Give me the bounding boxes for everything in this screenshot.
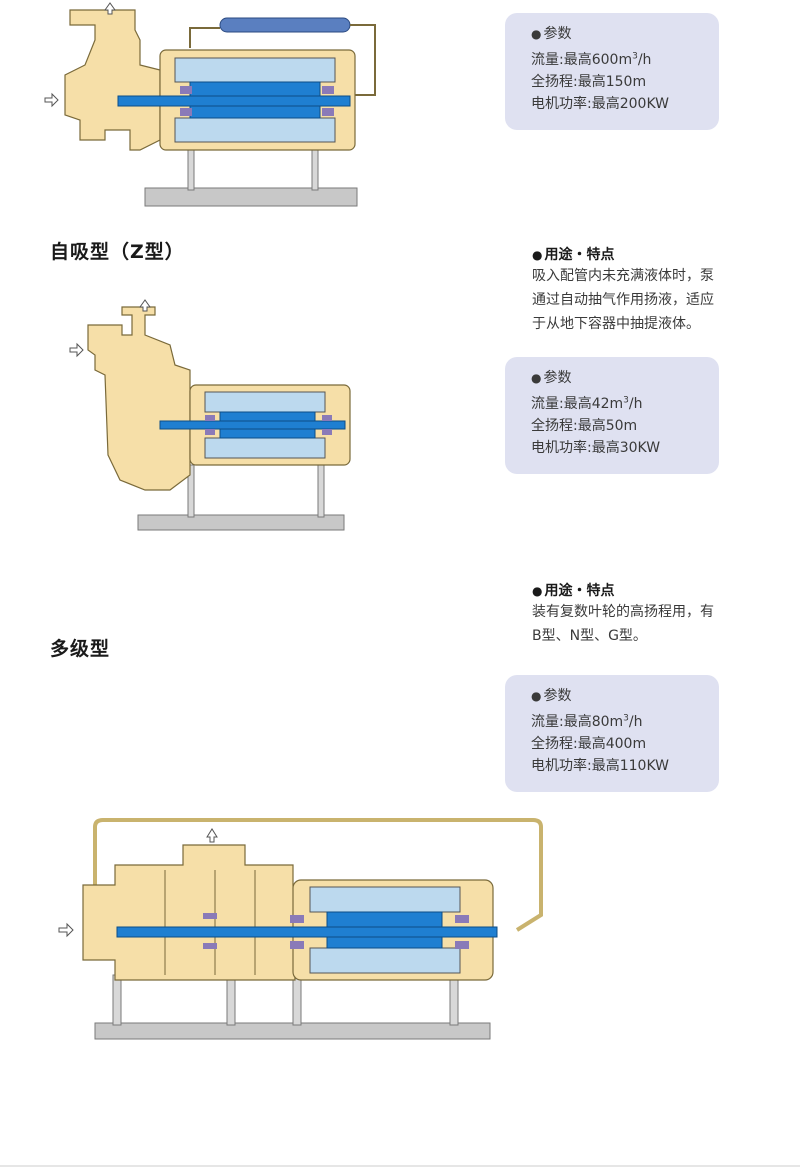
- canned-pump-diagram-standard: [44, 2, 376, 207]
- param-flow: 流量:最高42m3/h: [531, 395, 643, 412]
- params-title: ●参数: [531, 370, 572, 386]
- canned-pump-diagram-self-priming: [69, 299, 351, 531]
- params-box-self-priming: ●参数 流量:最高42m3/h 全扬程:最高50m 电机功率:最高30KW: [505, 357, 719, 474]
- bullet-icon: ●: [532, 248, 543, 262]
- params-title: ●参数: [531, 26, 572, 42]
- param-flow: 流量:最高600m3/h: [531, 51, 652, 68]
- feature-line: 于从地下容器中抽提液体。: [532, 316, 700, 332]
- feature-line: 通过自动抽气作用扬液，适应: [532, 292, 714, 308]
- param-power: 电机功率:最高30KW: [531, 440, 661, 456]
- param-power: 电机功率:最高200KW: [531, 96, 669, 112]
- bullet-icon: ●: [531, 371, 542, 385]
- feature-line: 吸入配管内未充满液体时，泵: [532, 268, 714, 284]
- param-flow: 流量:最高80m3/h: [531, 713, 643, 730]
- heading-multistage: 多级型: [50, 638, 111, 660]
- features-self-priming: ●用途・特点 吸入配管内未充满液体时，泵 通过自动抽气作用扬液，适应 于从地下容…: [532, 244, 762, 336]
- bullet-icon: ●: [532, 584, 543, 598]
- bullet-icon: ●: [531, 27, 542, 41]
- params-box-standard: ●参数 流量:最高600m3/h 全扬程:最高150m 电机功率:最高200KW: [505, 13, 719, 130]
- feature-line: 装有复数叶轮的高扬程用，有: [532, 604, 714, 620]
- footer-divider: [0, 1165, 800, 1167]
- features-multistage: ●用途・特点 装有复数叶轮的高扬程用，有 B型、N型、G型。: [532, 580, 762, 648]
- feature-line: B型、N型、G型。: [532, 628, 647, 644]
- heading-self-priming: 自吸型（Z型）: [50, 241, 185, 263]
- bullet-icon: ●: [531, 689, 542, 703]
- canned-pump-diagram-multistage: [58, 818, 543, 1040]
- param-power: 电机功率:最高110KW: [531, 758, 669, 774]
- param-head: 全扬程:最高50m: [531, 418, 638, 434]
- param-head: 全扬程:最高150m: [531, 74, 647, 90]
- params-box-multistage: ●参数 流量:最高80m3/h 全扬程:最高400m 电机功率:最高110KW: [505, 675, 719, 792]
- param-head: 全扬程:最高400m: [531, 736, 647, 752]
- params-title: ●参数: [531, 688, 572, 704]
